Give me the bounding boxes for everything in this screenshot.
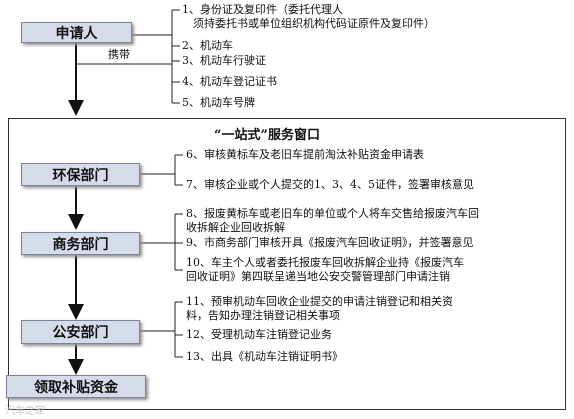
watermark: 汽车之家 [5,406,45,417]
doc-4: 4、机动车登记证书 [182,75,277,88]
doc-5: 5、机动车号牌 [182,96,255,109]
step-10-cont: 回收证明》第四联呈递当地公安交警管理部门申请注销 [186,270,450,283]
doc-3: 3、机动车行驶证 [182,54,266,67]
final-subsidy-box: 领取补贴资金 [6,375,146,398]
service-window-title: “一站式”服务窗口 [214,128,320,143]
step-10: 10、车主个人或者委托报废车回收拆解企业持《报废汽车 [186,256,464,269]
doc-1: 1、身份证及复印件（委托代理人 [182,3,343,16]
applicant-box: 申请人 [21,22,132,43]
step-6: 6、审核黄标车及老旧车提前淘汰补贴资金申请表 [186,148,424,161]
step-13: 13、出具《机动车注销证明书》 [186,350,343,363]
police-dept-box: 公安部门 [21,320,140,344]
step-12: 12、受理机动车注销登记业务 [186,328,332,341]
step-7: 7、审核企业或个人提交的1、3、4、5证件，签署审核意见 [186,178,474,191]
doc-1-cont: 须持委托书或单位组织机构代码证原件及复印件） [193,17,435,30]
step-11: 11、预审机动车回收企业提交的申请注销登记和相关资 [186,295,453,308]
step-8-cont: 收拆解企业回收拆解 [186,221,285,234]
step-11-cont: 料，告知办理注销登记相关事项 [186,309,340,322]
carry-label: 携带 [108,48,130,61]
service-window-panel [8,118,566,410]
step-8: 8、报废黄标车或老旧车的单位或个人将车交售给报废汽车回 [186,207,479,220]
step-9: 9、市商务部门审核开具《报废汽车回收证明》，并签署意见 [186,236,474,249]
doc-2: 2、机动车 [182,39,233,52]
env-dept-box: 环保部门 [21,163,140,186]
commerce-dept-box: 商务部门 [21,232,140,255]
